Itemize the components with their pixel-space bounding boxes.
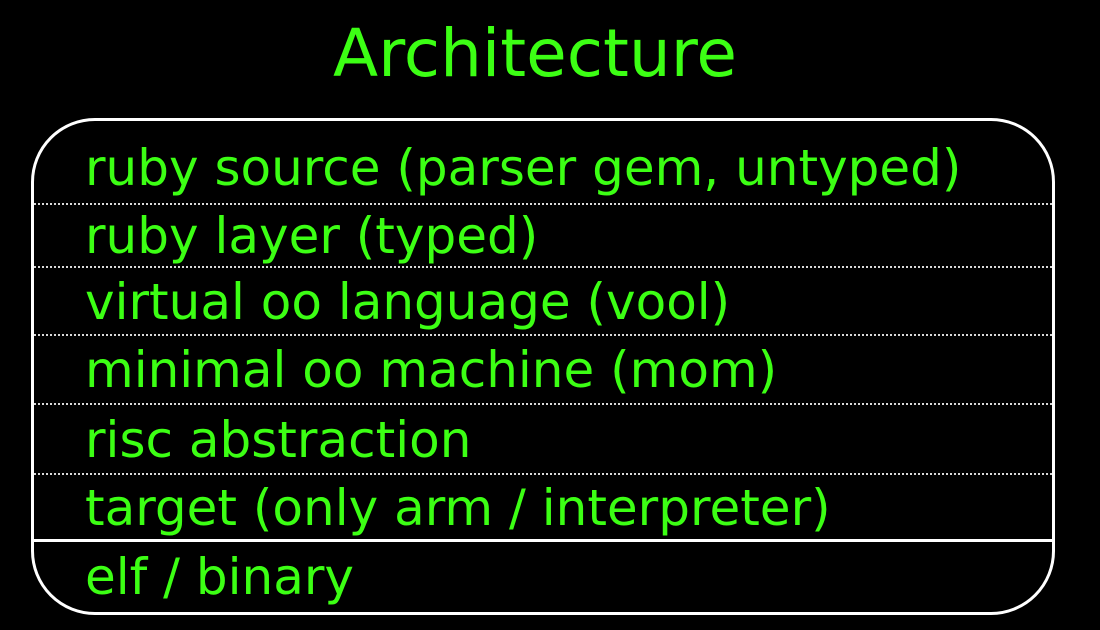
- layer-separator-solid: [34, 539, 1052, 542]
- layer-vool: virtual oo language (vool): [85, 273, 731, 331]
- layer-separator: [34, 473, 1052, 475]
- layer-separator: [34, 334, 1052, 336]
- layer-ruby-typed: ruby layer (typed): [85, 207, 539, 265]
- layer-separator: [34, 266, 1052, 268]
- layer-separator: [34, 203, 1052, 205]
- layer-ruby-source: ruby source (parser gem, untyped): [85, 139, 962, 197]
- layer-risc: risc abstraction: [85, 411, 472, 469]
- layer-target: target (only arm / interpreter): [85, 479, 831, 537]
- layer-separator: [34, 403, 1052, 405]
- diagram-title: Architecture: [332, 15, 738, 92]
- layer-elf-binary: elf / binary: [85, 548, 354, 606]
- layer-mom: minimal oo machine (mom): [85, 341, 778, 399]
- architecture-stack-box: ruby source (parser gem, untyped) ruby l…: [31, 118, 1055, 615]
